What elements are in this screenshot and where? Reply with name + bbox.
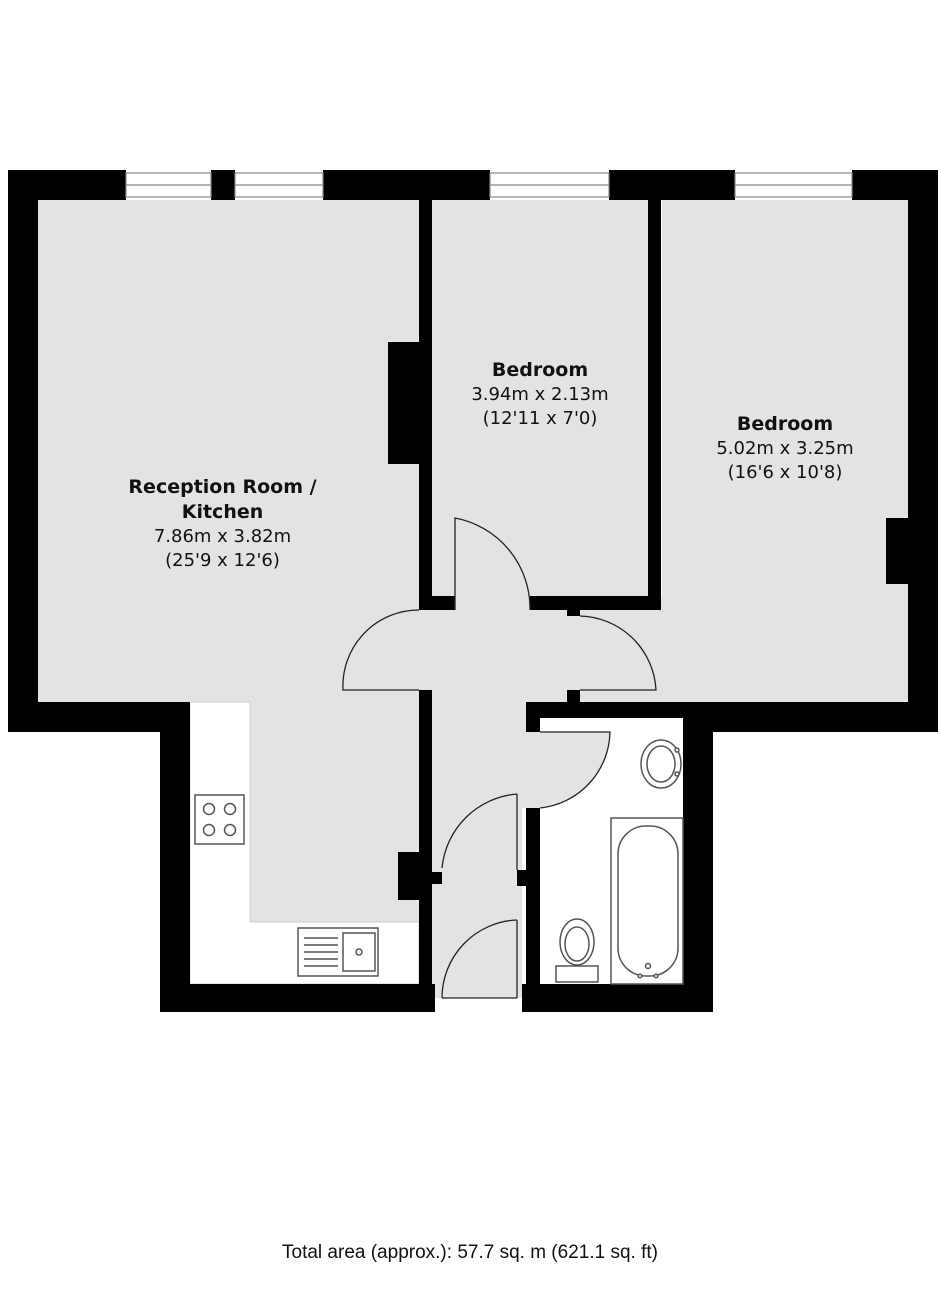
sink-icon — [297, 927, 379, 977]
kitchen-floor — [250, 700, 419, 922]
room-dimensions-imperial: (16'6 x 10'8) — [727, 462, 843, 483]
room-name: Bedroom — [491, 359, 589, 381]
room-name: Bedroom — [736, 413, 834, 435]
hallway-floor — [419, 596, 908, 702]
toilet-icon — [555, 918, 599, 983]
bedroom2-label: Bedroom 5.02m x 3.25m (16'6 x 10'8) — [662, 412, 908, 485]
door-bathroom — [539, 731, 611, 809]
bath-icon — [610, 817, 684, 985]
total-area-caption: Total area (approx.): 57.7 sq. m (621.1 … — [282, 1242, 658, 1263]
room-dimensions-metric: 3.94m x 2.13m — [471, 384, 609, 405]
door-bedroom1 — [454, 517, 531, 611]
room-dimensions-metric: 7.86m x 3.82m — [153, 526, 292, 547]
door-kitchen — [441, 793, 518, 870]
door-reception — [342, 609, 420, 691]
room-dimensions-imperial: (12'11 x 7'0) — [482, 408, 598, 429]
door-bedroom2 — [579, 615, 657, 691]
bedroom1-label: Bedroom 3.94m x 2.13m (12'11 x 7'0) — [432, 358, 648, 431]
reception-floor — [38, 200, 419, 702]
bathroom — [540, 718, 684, 985]
room-dimensions-imperial: (25'9 x 12'6) — [165, 550, 280, 571]
walls — [8, 170, 938, 1012]
window-bedroom1 — [489, 172, 610, 198]
doors — [342, 517, 657, 999]
room-name: Reception Room / — [128, 476, 317, 498]
window-bedroom2 — [734, 172, 853, 198]
room-dimensions-metric: 5.02m x 3.25m — [716, 438, 854, 459]
reception-room-label: Reception Room / Kitchen 7.86m x 3.82m (… — [90, 475, 355, 573]
windows — [125, 172, 853, 198]
room-name: Kitchen — [181, 501, 264, 523]
hob-icon — [194, 794, 245, 845]
window-reception-left — [125, 172, 212, 198]
window-reception-right — [234, 172, 324, 198]
door-entrance — [441, 919, 518, 999]
basin-icon — [640, 739, 683, 790]
